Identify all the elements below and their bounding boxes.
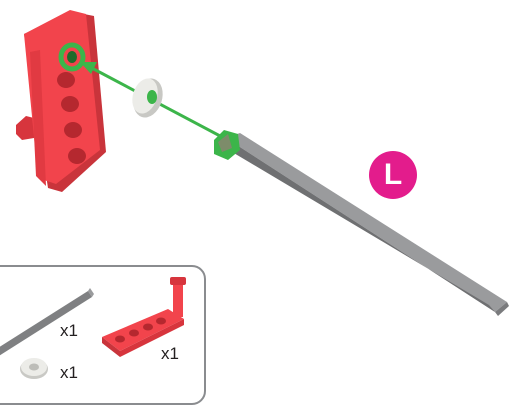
bracket-hole-highlight: [58, 42, 86, 72]
assembly-illustration: [16, 10, 509, 316]
bracket-part-icon: [102, 277, 186, 357]
washer: [132, 78, 163, 118]
rod-end-highlight: [214, 130, 240, 160]
parts-icons: [0, 277, 186, 379]
washer-quantity: x1: [60, 363, 78, 382]
rod-part-icon: [0, 288, 94, 356]
rod-quantity: x1: [60, 321, 78, 340]
washer-part-icon: [20, 358, 48, 379]
bracket: [16, 10, 106, 192]
parts-list-panel: x1 x1 x1: [0, 265, 206, 405]
arrow-head-icon: [80, 62, 97, 74]
bracket-quantity: x1: [161, 344, 179, 363]
rod: [222, 133, 509, 316]
step-callout-badge: L: [369, 151, 417, 199]
